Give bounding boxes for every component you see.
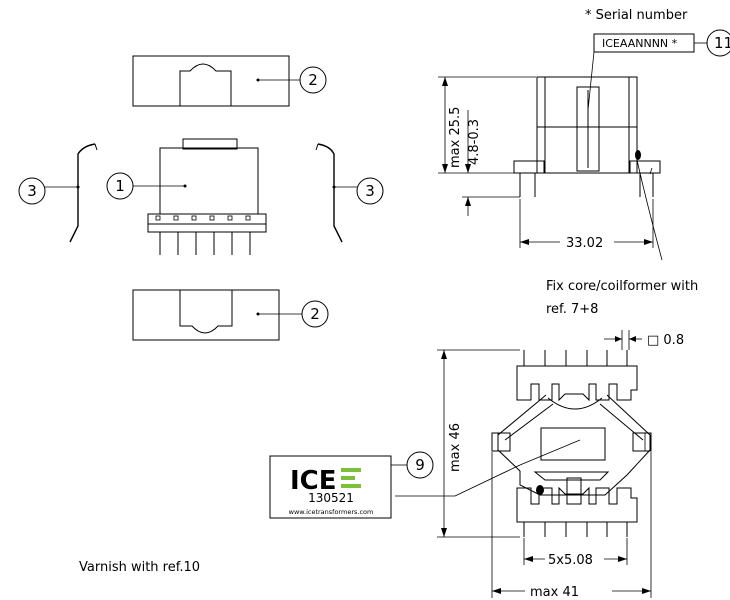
- pin-square-text: □ 0.8: [647, 333, 684, 348]
- coilformer: 1: [106, 138, 267, 255]
- bubble-clip-left-text: 3: [27, 182, 37, 200]
- ice-brand-text: ICE: [290, 466, 337, 496]
- side-view: [513, 76, 663, 261]
- serial-code-text: ICEAANNNN *: [602, 37, 678, 50]
- core-bottom: 2: [132, 289, 329, 341]
- coilformer-pins: [155, 215, 251, 255]
- bubble-label-text: 9: [415, 456, 425, 474]
- bubble-coilformer: [106, 172, 134, 200]
- serial-number-note: * Serial number: [585, 8, 688, 23]
- bubble-core-bottom-text: 2: [310, 305, 320, 323]
- dim-length-text: max 46: [448, 423, 463, 472]
- dim-pitch-text: 5x5.08: [548, 553, 593, 568]
- clip-right: 3: [315, 143, 384, 243]
- bubble-coilformer-text: 1: [115, 177, 125, 195]
- clip-left: 3: [18, 143, 98, 243]
- top-view: [491, 350, 652, 537]
- ice-logo-stripes: [341, 468, 361, 488]
- ice-date-code: 130521: [308, 491, 354, 505]
- dim-width-text: max 41: [530, 585, 579, 600]
- dim-height-text: max 25.5: [448, 107, 463, 168]
- fix-note-line2: ref. 7+8: [546, 302, 598, 317]
- bubble-label: [406, 451, 434, 479]
- bubble-clip-left: [18, 177, 46, 205]
- ice-label: ICE 130521 www.icetransformers.com 9: [269, 451, 521, 519]
- dim-height: max 25.5: [438, 76, 536, 174]
- bubble-clip-right: [356, 177, 384, 205]
- bubble-core-bottom: [301, 300, 329, 328]
- dim-pin-offset: 4.8-0.3: [462, 110, 520, 216]
- bubble-serial-text: 11: [714, 34, 730, 52]
- bubble-clip-right-text: 3: [365, 182, 375, 200]
- core-top: 2: [132, 55, 327, 107]
- ice-website: www.icetransformers.com: [289, 508, 374, 516]
- dim-pitch: 5x5.08: [523, 538, 628, 568]
- dim-width: max 41: [491, 452, 652, 600]
- serial-label: ICEAANNNN * 11: [587, 29, 730, 111]
- bubble-core-top-text: 2: [308, 71, 318, 89]
- pin-square-dim: □ 0.8: [604, 330, 684, 350]
- fix-note-line1: Fix core/coilformer with: [546, 279, 698, 294]
- varnish-note: Varnish with ref.10: [79, 560, 200, 575]
- dim-span: 33.02: [519, 199, 654, 251]
- dim-length: max 46: [437, 349, 520, 538]
- dim-span-text: 33.02: [566, 236, 603, 251]
- bubble-serial: [706, 29, 730, 57]
- bubble-core-top: [299, 66, 327, 94]
- dim-pin-offset-text: 4.8-0.3: [467, 119, 482, 165]
